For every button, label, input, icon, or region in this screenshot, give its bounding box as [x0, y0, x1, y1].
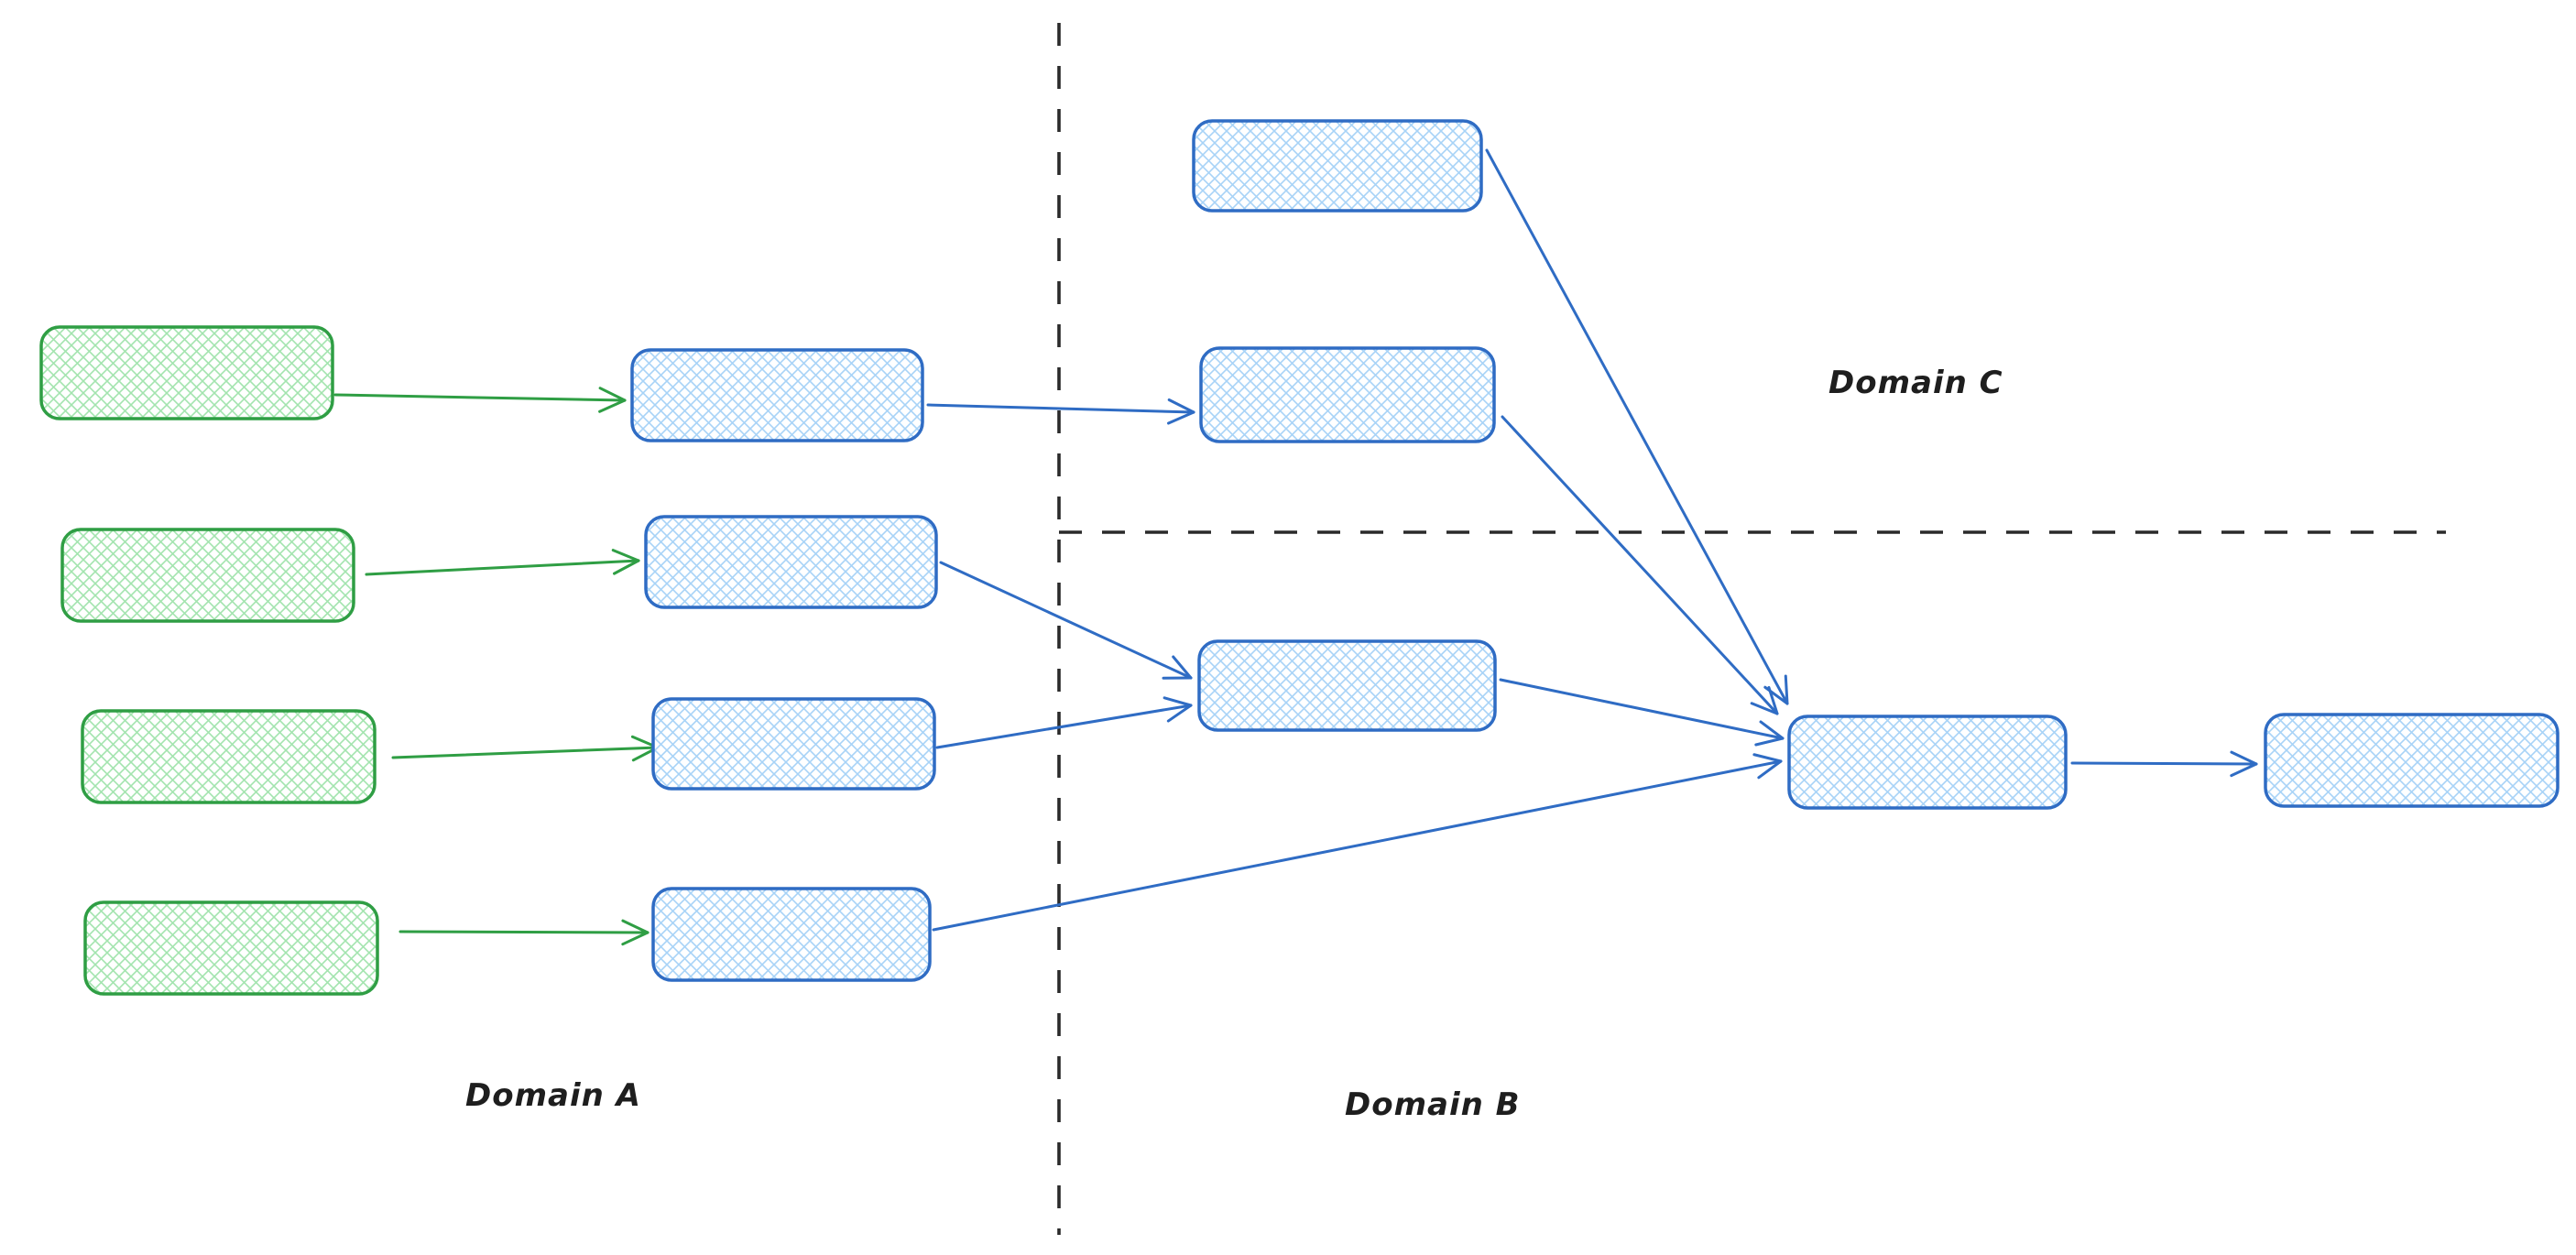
node-final[interactable]	[2264, 713, 2560, 808]
node-stage-3[interactable]	[651, 697, 936, 791]
node-source-4[interactable]	[83, 900, 379, 996]
edge-source-4-to-stage-4	[398, 919, 649, 946]
edge-source-3-to-stage-3	[391, 735, 660, 762]
node-middle-2[interactable]	[1197, 639, 1497, 732]
edge-stage-4-to-aggregator	[932, 753, 1783, 932]
node-source-2[interactable]	[60, 528, 355, 623]
edge-source-1-to-stage-1	[333, 387, 627, 413]
node-source-3[interactable]	[81, 709, 377, 804]
edge-middle-1-to-aggregator	[1501, 415, 1779, 715]
node-middle-1[interactable]	[1199, 346, 1496, 443]
edge-upstream-top-to-aggregator	[1485, 148, 1789, 705]
domain-b-label[interactable]: Domain B	[1345, 1086, 1521, 1123]
domain-c-label[interactable]: Domain C	[1828, 365, 2003, 401]
edge-stage-2-to-middle-2	[939, 561, 1193, 680]
node-stage-1[interactable]	[630, 348, 924, 442]
edge-source-2-to-stage-2	[365, 549, 640, 576]
node-source-1[interactable]	[39, 325, 334, 420]
edge-aggregator-to-final	[2070, 750, 2258, 778]
node-stage-4[interactable]	[651, 887, 932, 982]
edge-stage-1-to-middle-1	[926, 398, 1195, 425]
edge-middle-2-to-aggregator	[1499, 678, 1785, 747]
node-stage-2[interactable]	[644, 515, 938, 609]
node-upstream-top[interactable]	[1192, 119, 1483, 213]
edge-stage-3-to-middle-2	[935, 696, 1193, 749]
node-aggregator[interactable]	[1787, 715, 2068, 810]
domain-a-label[interactable]: Domain A	[465, 1077, 641, 1114]
